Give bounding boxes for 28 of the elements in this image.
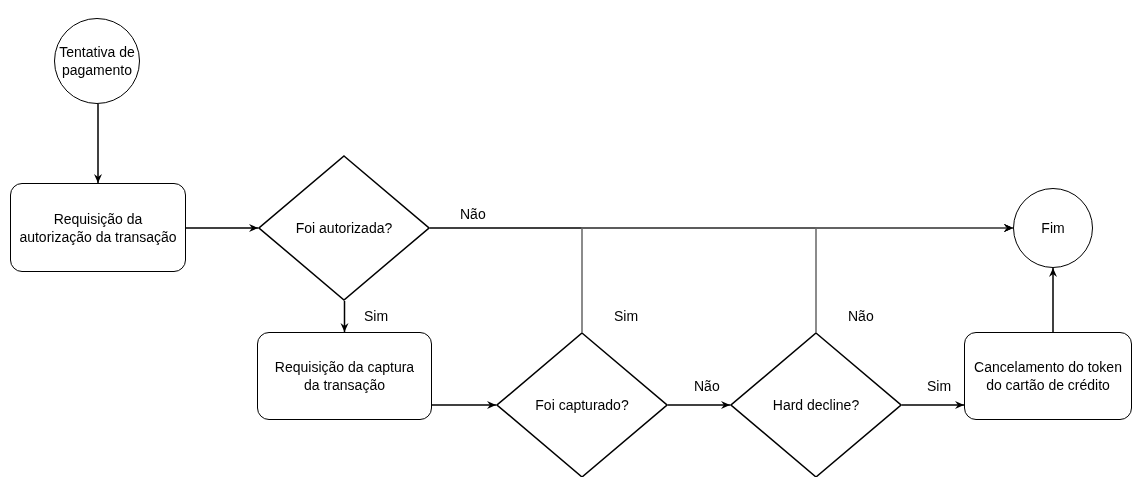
- edge-label: Não: [692, 378, 722, 394]
- node-text: Tentativa de pagamento: [58, 43, 136, 79]
- node-text: Requisição da autorização da transação: [18, 209, 178, 246]
- arrow: [667, 401, 731, 409]
- arrow: [340, 300, 349, 333]
- decision-diamond: [258, 155, 430, 301]
- process-box: [964, 332, 1132, 420]
- node-text: Requisição da captura da transação: [273, 358, 416, 394]
- process-box: [10, 183, 186, 272]
- edge-label: Não: [846, 308, 876, 324]
- arrow: [185, 224, 259, 232]
- node-text: Hard decline?: [771, 396, 861, 414]
- edge-label: Sim: [925, 378, 954, 394]
- decision-diamond: [496, 332, 668, 477]
- arrow: [815, 224, 1014, 333]
- process-box: [257, 332, 432, 420]
- arrow: [94, 103, 102, 184]
- decision-diamond: [730, 332, 902, 477]
- edge-label: Sim: [612, 308, 641, 324]
- arrow: [431, 401, 497, 409]
- arrow: [1049, 267, 1057, 333]
- node-text: Cancelamento do token do cartão de crédito: [973, 358, 1123, 394]
- edge-label: Não: [458, 206, 488, 222]
- edge-label: Sim: [362, 308, 391, 324]
- node-text: Foi capturado?: [534, 396, 630, 414]
- arrow: [901, 401, 965, 409]
- node-text: Fim: [1041, 219, 1065, 237]
- node-text: Foi autorizada?: [294, 219, 394, 237]
